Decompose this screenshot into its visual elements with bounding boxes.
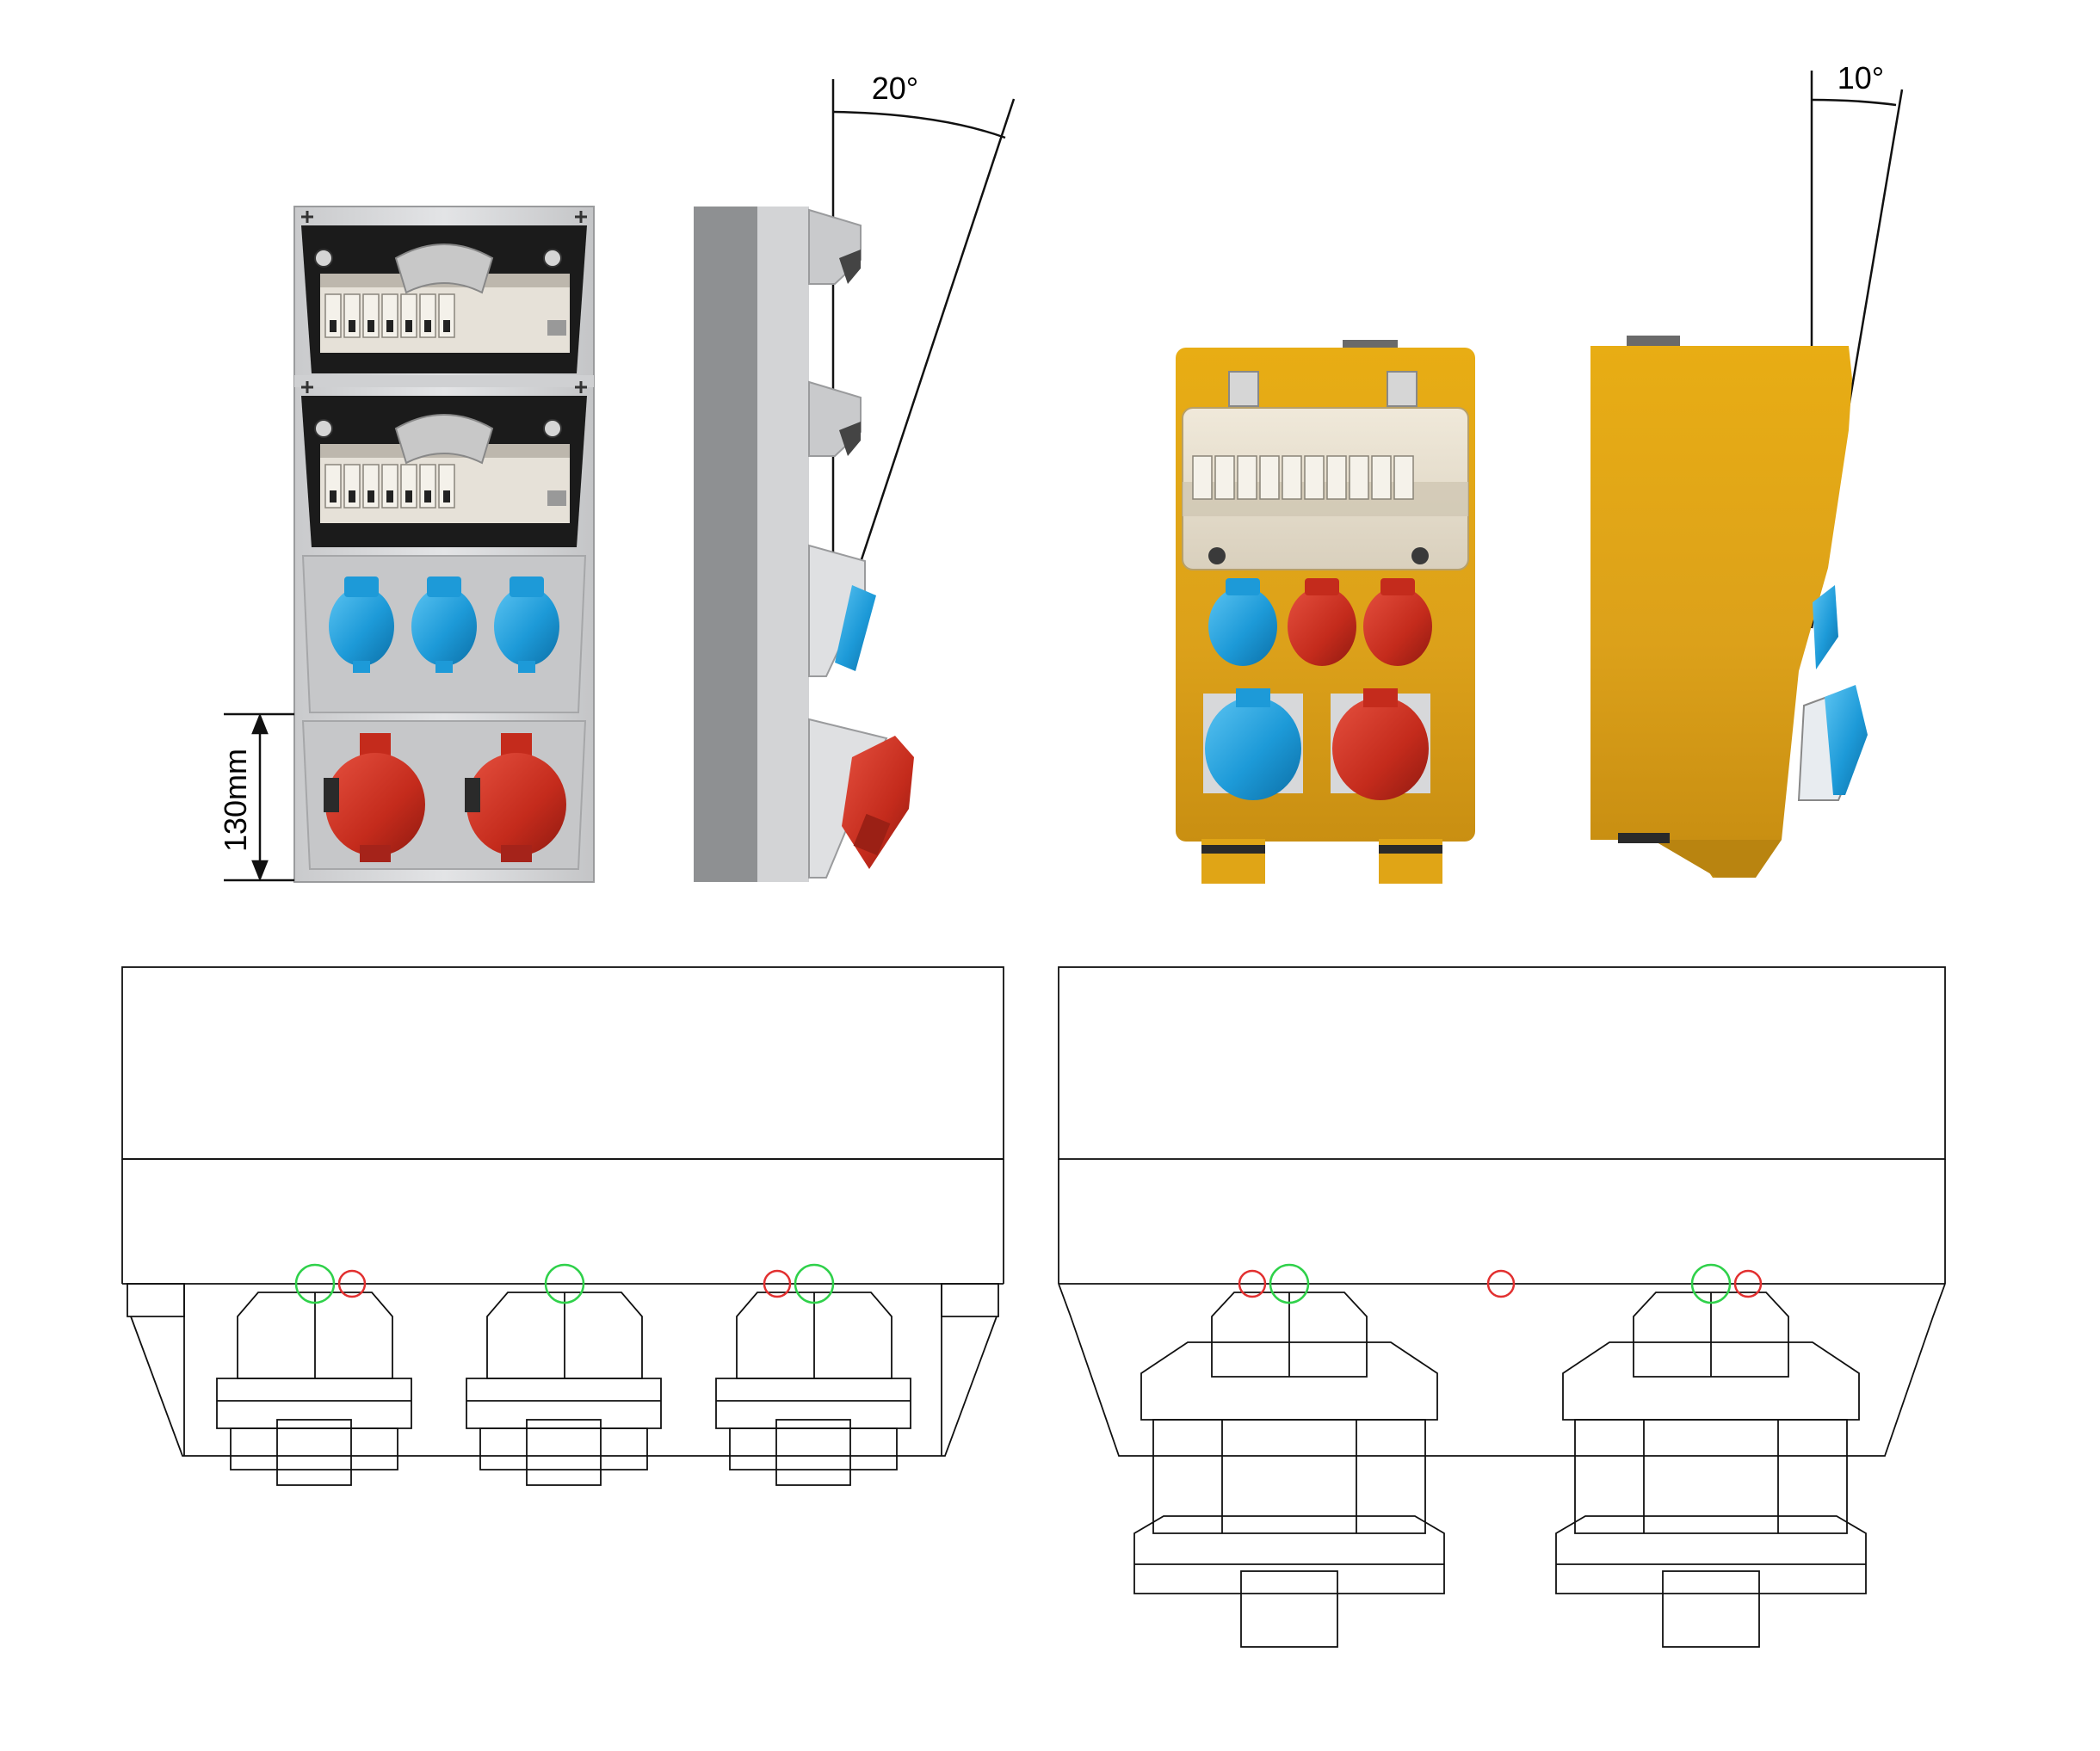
yellow-enclosure-side xyxy=(1590,336,1868,878)
yellow-enclosure-front xyxy=(1176,340,1475,884)
cable-gland-drawing-2 xyxy=(1058,966,1946,1648)
cable-gland-drawing-3 xyxy=(121,966,1004,1486)
grey-enclosure-front xyxy=(293,206,595,883)
red-socket xyxy=(324,733,425,862)
cable-gland xyxy=(715,1292,911,1486)
grey-enclosure-side xyxy=(694,207,914,882)
blue-socket xyxy=(1205,688,1301,800)
height-dimension xyxy=(224,712,294,882)
height-dimension-label: 130mm xyxy=(218,749,253,852)
blue-socket xyxy=(329,576,394,673)
cable-gland xyxy=(216,1292,412,1486)
plus-icon xyxy=(301,211,587,393)
cable-gland xyxy=(466,1292,662,1486)
breaker-panel-middle xyxy=(301,396,587,547)
red-socket xyxy=(1288,578,1356,666)
marker-circles-left xyxy=(294,1263,835,1304)
blue-socket xyxy=(1208,578,1277,666)
red-socket-row xyxy=(301,720,587,870)
angle-20-label: 20° xyxy=(872,71,918,106)
angle-10-label: 10° xyxy=(1838,60,1884,96)
blue-socket xyxy=(411,576,477,673)
red-socket xyxy=(465,733,566,862)
angle-annotation-20 xyxy=(831,79,1016,646)
breaker-panel-top xyxy=(301,225,587,373)
cable-gland xyxy=(1133,1292,1445,1648)
red-socket xyxy=(1363,578,1432,666)
red-socket xyxy=(1332,688,1429,800)
marker-circles-right xyxy=(1238,1263,1763,1304)
blue-socket-row xyxy=(301,555,587,713)
cable-gland xyxy=(1555,1292,1867,1648)
blue-socket xyxy=(494,576,559,673)
